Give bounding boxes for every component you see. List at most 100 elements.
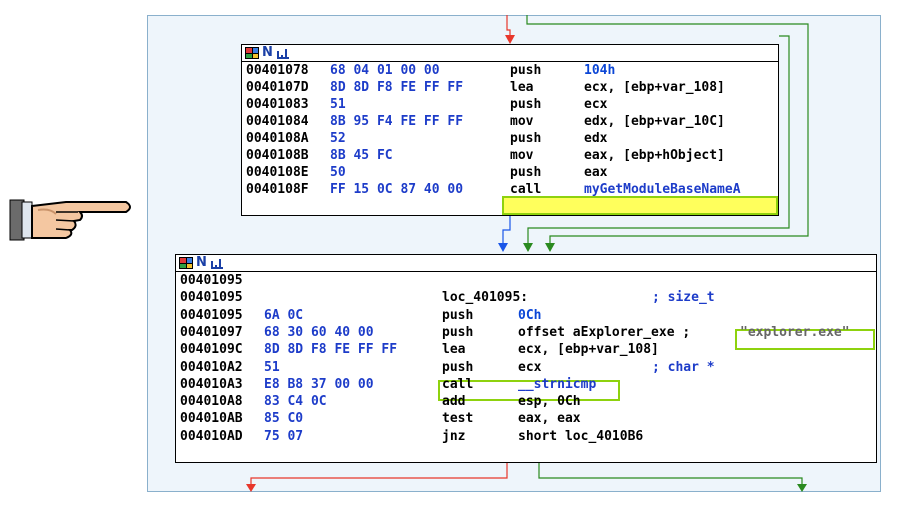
address[interactable]: 004010A8 [180,394,243,410]
opcode-bytes[interactable]: 8D 8D F8 FE FF FF [330,80,464,95]
address[interactable]: 004010AB [180,411,243,427]
address[interactable]: 0040108A [246,131,309,146]
mnemonic[interactable]: test [442,411,474,427]
opcode-bytes[interactable]: 75 07 [264,428,304,444]
operands[interactable]: eax, [ebp+hObject] [584,148,725,163]
mnemonic[interactable]: push [442,307,474,323]
address[interactable]: 00401095 [180,290,243,306]
mnemonic[interactable]: push [442,359,474,375]
asm-line[interactable]: 00401095 loc_401095: ; size_t [180,289,872,306]
operands[interactable]: 104h [584,63,616,78]
address[interactable]: 00401078 [246,63,309,78]
address[interactable]: 0040107D [246,80,309,95]
asm-line[interactable]: 004010AD 75 07 jnz short loc_4010B6 [180,428,872,445]
asm-line[interactable]: 00401097 68 30 60 40 00 push offset aExplor… [180,324,872,341]
opcode-bytes[interactable]: 52 [330,131,346,146]
graph-view-icon[interactable] [179,257,193,269]
asm-line[interactable]: 0040109C 8D 8D F8 FE FF FF lea ecx, [ebp+va… [180,341,872,358]
call-strnicmp-highlight [438,380,620,401]
opcode-bytes[interactable]: 68 30 60 40 00 [264,324,374,340]
address[interactable]: 00401095 [180,307,243,323]
asm-line[interactable]: 00401095 6A 0C push 0Ch [180,307,872,324]
opcode-bytes[interactable]: 8D 8D F8 FE FF FF [264,342,398,358]
chart-icon[interactable] [210,257,224,269]
asm-line[interactable]: 00401083 51 push ecx [246,96,774,113]
mnemonic[interactable]: mov [510,148,534,163]
mnemonic[interactable]: push [510,97,542,112]
opcode-bytes[interactable]: 8B 45 FC [330,148,393,163]
asm-line[interactable]: 004010A3 E8 B8 37 00 00 call __strnicmp [180,376,872,393]
asm-line[interactable]: 004010A2 51 push ecx ; char * [180,359,872,376]
mnemonic[interactable]: push [510,63,542,78]
operands[interactable]: 0Ch [518,307,542,323]
operands[interactable]: ecx [518,359,542,375]
opcode-bytes[interactable]: 68 04 01 00 00 [330,63,440,78]
mnemonic[interactable]: loc_401095: [442,290,529,306]
address[interactable]: 00401095 [180,273,243,288]
asm-line[interactable]: 004010A8 83 C4 0C add esp, 0Ch [180,393,872,410]
asm-line[interactable]: 0040107D 8D 8D F8 FE FF FF lea ecx, [ebp+va… [246,79,774,96]
operands[interactable]: edx [584,131,608,146]
operands[interactable]: short loc_4010B6 [518,428,644,444]
address[interactable]: 004010A3 [180,376,243,392]
opcode-bytes[interactable]: 85 C0 [264,411,304,427]
address[interactable]: 00401084 [246,114,309,129]
graph-view-icon[interactable] [245,47,259,59]
mnemonic[interactable]: mov [510,114,534,129]
address[interactable]: 004010AD [180,428,243,444]
address[interactable]: 0040108B [246,148,309,163]
asm-line[interactable]: 0040108E 50 push eax [246,164,774,181]
block-header: N [176,255,876,272]
operands[interactable]: ecx, [ebp+var_108] [518,342,659,358]
chart-icon[interactable] [276,47,290,59]
address[interactable]: 0040108F [246,182,309,197]
opcode-bytes[interactable]: 51 [264,359,280,375]
opcode-bytes[interactable]: 8B 95 F4 FE FF FF [330,114,464,129]
mnemonic[interactable]: push [510,131,542,146]
asm-line[interactable]: 0040108F FF 15 0C 87 40 00 call myGetModule… [246,181,774,198]
address[interactable]: 00401097 [180,324,243,340]
mnemonic[interactable]: push [442,324,474,340]
operands[interactable]: ecx [584,97,608,112]
operands[interactable]: edx, [ebp+var_10C] [584,114,725,129]
string-literal[interactable]: "explorer.exe" [740,324,850,340]
address[interactable]: 0040109C [180,342,243,358]
comment[interactable]: ; char * [652,359,715,375]
operands[interactable]: offset aExplorer_exe ; [518,324,691,340]
mnemonic[interactable]: push [510,165,542,180]
address[interactable]: 004010A2 [180,359,243,375]
name-icon[interactable]: N [262,45,273,60]
asm-line[interactable]: 00401078 68 04 01 00 00 push 104h [246,62,774,79]
asm-line[interactable]: 00401084 8B 95 F4 FE FF FF mov edx, [ebp+va… [246,113,774,130]
operands[interactable]: eax, eax [518,411,581,427]
operands[interactable]: ecx, [ebp+var_108] [584,80,725,95]
asm-line[interactable]: 004010AB 85 C0 test eax, eax [180,410,872,427]
name-icon[interactable]: N [196,255,207,270]
opcode-bytes[interactable]: 50 [330,165,346,180]
opcode-bytes[interactable]: 51 [330,97,346,112]
mnemonic[interactable]: call [442,376,474,392]
operands[interactable]: esp, 0Ch [518,394,581,410]
mnemonic[interactable]: add [442,394,466,410]
opcode-bytes[interactable]: 6A 0C [264,307,304,323]
opcode-bytes[interactable]: 83 C4 0C [264,394,327,410]
opcode-bytes[interactable]: FF 15 0C 87 40 00 [330,182,464,197]
asm-line[interactable]: 00401095 [180,272,872,289]
operands[interactable]: __strnicmp [518,376,597,392]
pointing-hand-icon [9,199,131,241]
asm-line[interactable]: 0040108B 8B 45 FC mov eax, [ebp+hObject] [246,147,774,164]
mnemonic[interactable]: jnz [442,428,466,444]
opcode-bytes[interactable]: E8 B8 37 00 00 [264,376,374,392]
address[interactable]: 0040108E [246,165,309,180]
asm-line[interactable]: 0040108A 52 push edx [246,130,774,147]
mnemonic[interactable]: call [510,182,542,197]
comment[interactable]: ; size_t [652,290,715,306]
mnemonic[interactable]: lea [442,342,466,358]
address[interactable]: 00401083 [246,97,309,112]
operands[interactable]: myGetModuleBaseNameA [584,182,741,197]
mnemonic[interactable]: lea [510,80,534,95]
operands[interactable]: eax [584,165,608,180]
